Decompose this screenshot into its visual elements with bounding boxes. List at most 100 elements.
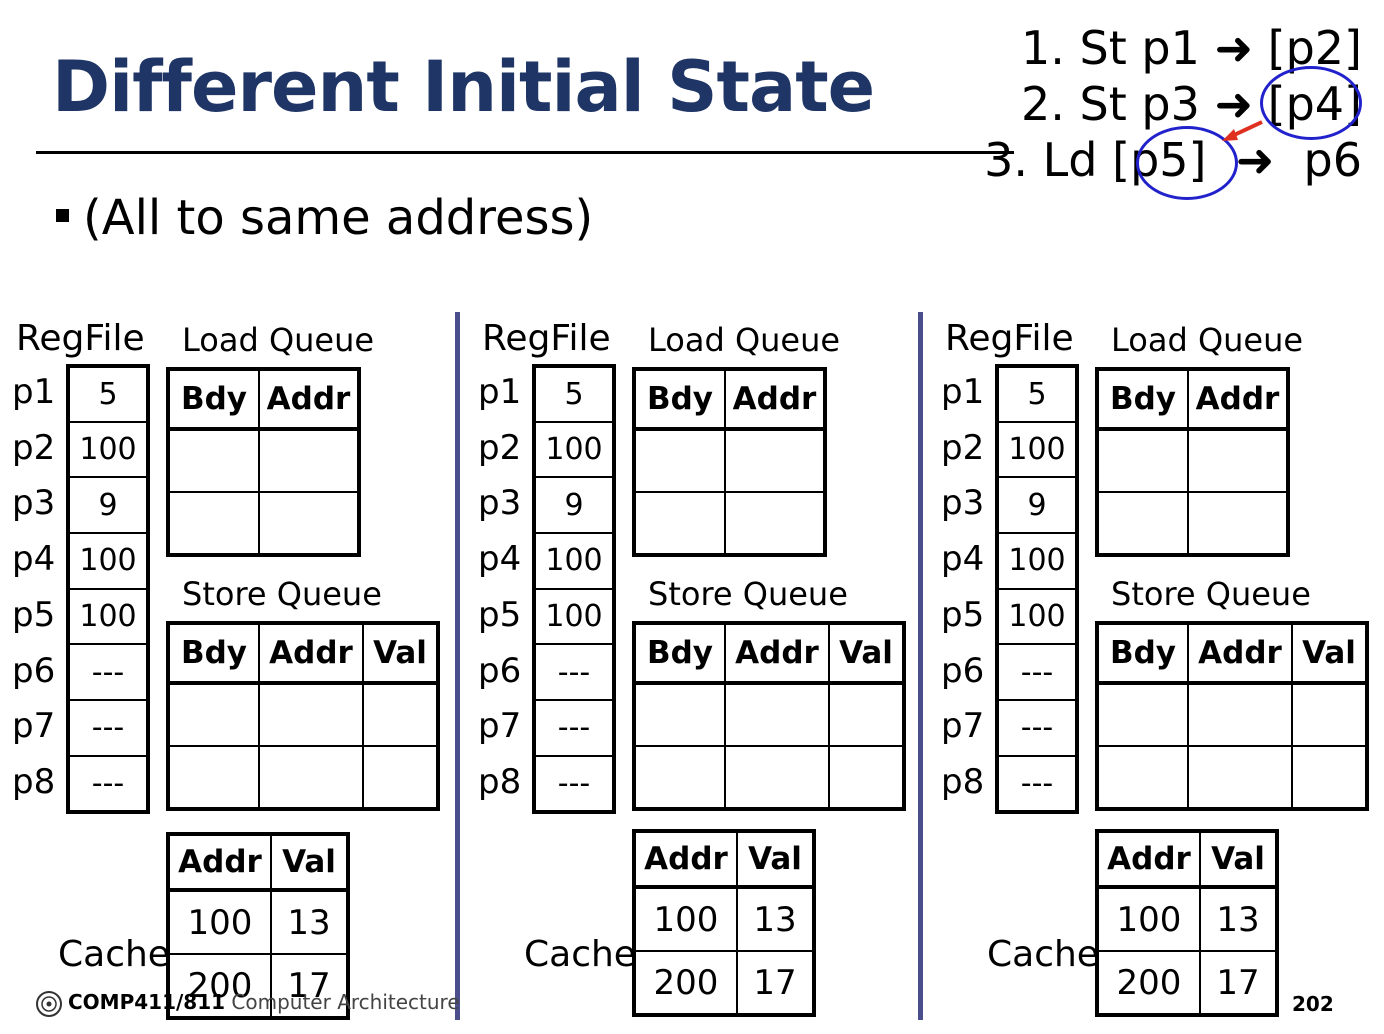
register-name: p1	[941, 372, 985, 412]
register-row: 100	[996, 587, 1078, 646]
val-header: Val	[1199, 830, 1278, 889]
register-value: 100	[67, 587, 149, 646]
right-arrow-icon: ➜	[1214, 21, 1254, 75]
dependency-arrow-icon	[1222, 120, 1263, 141]
footer: COMP411/811 Computer Architecture	[36, 990, 460, 1017]
register-row: 5	[67, 365, 149, 423]
bdy-header: Bdy	[167, 368, 260, 431]
register-value: ---	[533, 754, 615, 813]
register-value: ---	[67, 699, 149, 757]
register-row: ---	[67, 643, 149, 702]
val-header: Val	[736, 830, 815, 889]
regfile-label: RegFile	[16, 318, 145, 359]
register-row: ---	[533, 699, 615, 757]
register-value: 9	[996, 476, 1078, 535]
register-row: ---	[533, 754, 615, 813]
register-row: 100	[67, 420, 149, 479]
university-seal-icon	[36, 990, 62, 1017]
instruction-number: 2.	[1020, 77, 1065, 131]
register-row: 100	[67, 587, 149, 646]
bdy-header: Bdy	[167, 622, 260, 685]
addr-header: Addr	[258, 622, 364, 685]
val-header: Val	[270, 833, 349, 892]
table-row	[633, 491, 826, 556]
cache-val: 13	[1199, 886, 1278, 952]
register-name: p3	[941, 483, 985, 524]
cache-label: Cache	[987, 934, 1099, 975]
register-row: ---	[996, 699, 1078, 757]
register-name: p4	[941, 539, 985, 580]
register-value: ---	[533, 643, 615, 702]
register-name: p3	[12, 483, 56, 524]
register-name: p8	[941, 761, 985, 802]
cache-val: 17	[270, 953, 349, 1019]
table-row	[167, 491, 360, 556]
register-name: p8	[478, 761, 522, 802]
register-value: 5	[533, 365, 615, 423]
register-value: 100	[533, 587, 615, 646]
register-row: 100	[533, 587, 615, 646]
store-queue-label: Store Queue	[182, 575, 382, 613]
register-row: 100	[996, 532, 1078, 590]
register-name: p2	[478, 427, 522, 468]
register-value: 100	[533, 532, 615, 590]
register-name: p5	[12, 594, 56, 635]
register-name: p3	[478, 483, 522, 524]
addr-header: Addr	[1096, 830, 1201, 889]
cache-addr: 100	[633, 886, 738, 952]
highlight-circle-p4	[1260, 66, 1362, 140]
cache-addr: 200	[1096, 950, 1201, 1016]
table-row	[167, 682, 439, 747]
register-name: p4	[12, 539, 56, 580]
table-row	[1096, 682, 1368, 747]
cache-val: 17	[736, 950, 815, 1016]
course-subject: Computer Architecture	[231, 990, 460, 1014]
bdy-header: Bdy	[1096, 368, 1189, 431]
register-value: 100	[67, 532, 149, 590]
bullet-text: (All to same address)	[83, 190, 594, 246]
register-name: p7	[478, 706, 522, 747]
cache-addr: 100	[1096, 886, 1201, 952]
bdy-header: Bdy	[633, 368, 726, 431]
instruction-op: Ld	[1042, 133, 1098, 187]
panel-separator	[455, 312, 460, 1020]
register-value: ---	[67, 754, 149, 813]
register-value: 9	[533, 476, 615, 535]
register-row: 100	[996, 420, 1078, 479]
register-value: ---	[996, 699, 1078, 757]
table-row	[633, 428, 826, 493]
register-value: 100	[533, 420, 615, 479]
instruction-src: p3	[1141, 77, 1200, 131]
register-name: p7	[12, 706, 56, 747]
register-name: p6	[941, 650, 985, 691]
table-row	[167, 745, 439, 810]
title-underline	[36, 151, 1014, 154]
table-row	[1096, 428, 1289, 493]
addr-header: Addr	[167, 833, 272, 892]
bullet-item: (All to same address)	[56, 190, 593, 246]
bdy-header: Bdy	[1096, 622, 1189, 685]
cache-label: Cache	[58, 934, 170, 975]
register-name: p2	[941, 427, 985, 468]
register-value: ---	[67, 643, 149, 702]
register-row: 100	[67, 532, 149, 590]
register-value: ---	[996, 643, 1078, 702]
instruction-src: p1	[1141, 21, 1200, 75]
register-name: p4	[478, 539, 522, 580]
register-row: 9	[996, 476, 1078, 535]
register-row: 9	[67, 476, 149, 535]
register-name: p1	[12, 372, 56, 412]
page-number: 202	[1292, 992, 1334, 1016]
right-arrow-icon: ➜	[1214, 77, 1254, 131]
cache-addr: 100	[167, 889, 272, 955]
cache-val: 13	[736, 886, 815, 952]
